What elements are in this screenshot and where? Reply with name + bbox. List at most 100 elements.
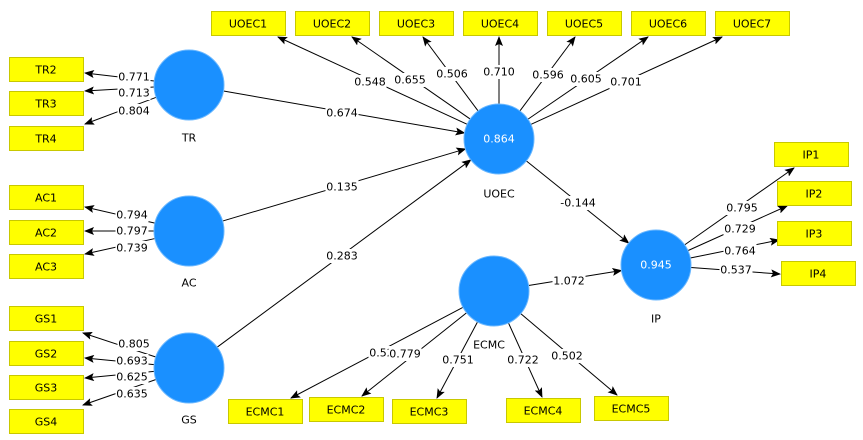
indicator-box[interactable] [9, 220, 84, 245]
indicator-label: GS3 [35, 382, 58, 395]
indicator-label: TR4 [34, 133, 56, 146]
indicator-box[interactable] [547, 11, 622, 36]
loading-label-uoec3: 0.506 [436, 68, 468, 81]
latent-gs[interactable]: GS [153, 332, 225, 427]
indicator-box[interactable] [9, 254, 84, 279]
indicator-uoec4[interactable]: UOEC4 [463, 11, 538, 36]
indicator-label: ECMC5 [612, 403, 651, 416]
indicator-box[interactable] [392, 399, 467, 424]
indicator-box[interactable] [309, 397, 384, 422]
indicator-box[interactable] [777, 181, 852, 206]
loading-label-gs3-bg [115, 370, 149, 384]
indicator-uoec2[interactable]: UOEC2 [295, 11, 370, 36]
indicator-box[interactable] [463, 11, 538, 36]
loading-label-tr2-bg [117, 70, 151, 84]
indicator-box[interactable] [9, 91, 84, 116]
indicator-tr2[interactable]: TR2 [9, 57, 84, 82]
indicator-uoec1[interactable]: UOEC1 [211, 11, 286, 36]
indicator-ac3[interactable]: AC3 [9, 254, 84, 279]
indicator-label: UOEC1 [229, 18, 267, 31]
indicator-uoec6[interactable]: UOEC6 [631, 11, 706, 36]
indicator-uoec7[interactable]: UOEC7 [715, 11, 790, 36]
latent-ecmc[interactable]: ECMC [458, 255, 530, 352]
loading-label-gs4: 0.635 [116, 388, 148, 401]
loading-label-uoec5: 0.596 [532, 69, 564, 82]
loading-label-gs1-bg [117, 337, 151, 351]
latent-circle[interactable] [458, 255, 530, 327]
indicator-gs3[interactable]: GS3 [9, 375, 84, 400]
latent-circle[interactable] [153, 332, 225, 404]
indicator-box[interactable] [379, 11, 454, 36]
indicator-ip3[interactable]: IP3 [777, 221, 852, 246]
loading-label-ip2: 0.729 [724, 223, 756, 236]
indicator-label: TR3 [34, 98, 56, 111]
loading-label-ip2-bg [723, 222, 757, 236]
loading-label-uoec4-bg [482, 65, 516, 79]
indicator-box[interactable] [594, 396, 669, 421]
indicator-label: ECMC4 [524, 405, 563, 418]
indicator-box[interactable] [9, 375, 84, 400]
indicator-box[interactable] [781, 261, 856, 286]
loading-label-ac2-bg [115, 224, 149, 238]
loading-label-uoec1: 0.548 [354, 76, 386, 89]
latent-circle[interactable] [153, 195, 225, 267]
indicator-ecmc4[interactable]: ECMC4 [506, 398, 581, 423]
indicator-label: AC3 [35, 261, 57, 274]
indicator-box[interactable] [9, 185, 84, 210]
loading-label-gs4-bg [115, 387, 149, 401]
latent-ac[interactable]: AC [153, 195, 225, 290]
indicator-tr4[interactable]: TR4 [9, 126, 84, 151]
loading-label-uoec6-bg [569, 72, 603, 86]
indicator-gs4[interactable]: GS4 [9, 409, 84, 434]
indicator-gs1[interactable]: GS1 [9, 306, 84, 331]
loading-label-tr2: 0.771 [118, 71, 150, 84]
latent-circle[interactable] [153, 49, 225, 121]
loading-label-ac2: 0.797 [116, 225, 148, 238]
indicator-box[interactable] [631, 11, 706, 36]
indicator-label: ECMC2 [327, 404, 366, 417]
indicator-gs2[interactable]: GS2 [9, 341, 84, 366]
loading-label-ecmc3-bg [441, 353, 475, 367]
indicator-box[interactable] [9, 57, 84, 82]
indicator-box[interactable] [715, 11, 790, 36]
loading-label-ecmc3: 0.751 [442, 354, 474, 367]
latent-name: TR [181, 132, 197, 145]
indicator-uoec5[interactable]: UOEC5 [547, 11, 622, 36]
indicator-ip2[interactable]: IP2 [777, 181, 852, 206]
indicator-ecmc3[interactable]: ECMC3 [392, 399, 467, 424]
indicator-box[interactable] [9, 306, 84, 331]
indicator-label: AC2 [35, 227, 57, 240]
latent-tr[interactable]: TR [153, 49, 225, 145]
indicator-box[interactable] [295, 11, 370, 36]
indicator-box[interactable] [9, 409, 84, 434]
loading-label-ac3: 0.739 [116, 242, 148, 255]
indicator-ip4[interactable]: IP4 [781, 261, 856, 286]
indicator-ecmc2[interactable]: ECMC2 [309, 397, 384, 422]
loading-label-tr3: 0.713 [118, 87, 150, 100]
indicator-box[interactable] [777, 221, 852, 246]
indicator-label: UOEC2 [313, 18, 351, 31]
loading-label-gs3: 0.625 [116, 371, 148, 384]
latent-circle[interactable] [620, 229, 692, 301]
indicator-box[interactable] [9, 126, 84, 151]
indicator-box[interactable] [774, 142, 849, 167]
indicator-box[interactable] [228, 399, 303, 424]
indicator-box[interactable] [211, 11, 286, 36]
indicator-ip1[interactable]: IP1 [774, 142, 849, 167]
indicator-ac1[interactable]: AC1 [9, 185, 84, 210]
indicator-ecmc1[interactable]: ECMC1 [228, 399, 303, 424]
indicator-ac2[interactable]: AC2 [9, 220, 84, 245]
indicator-ecmc5[interactable]: ECMC5 [594, 396, 669, 421]
indicator-uoec3[interactable]: UOEC3 [379, 11, 454, 36]
indicator-box[interactable] [9, 341, 84, 366]
indicator-label: GS4 [35, 416, 58, 429]
latent-name: IP [651, 313, 661, 326]
loading-label-ac3-bg [115, 241, 149, 255]
loading-label-tr4-bg [117, 104, 151, 118]
latent-circle[interactable] [463, 103, 535, 175]
indicator-tr3[interactable]: TR3 [9, 91, 84, 116]
indicator-box[interactable] [506, 398, 581, 423]
